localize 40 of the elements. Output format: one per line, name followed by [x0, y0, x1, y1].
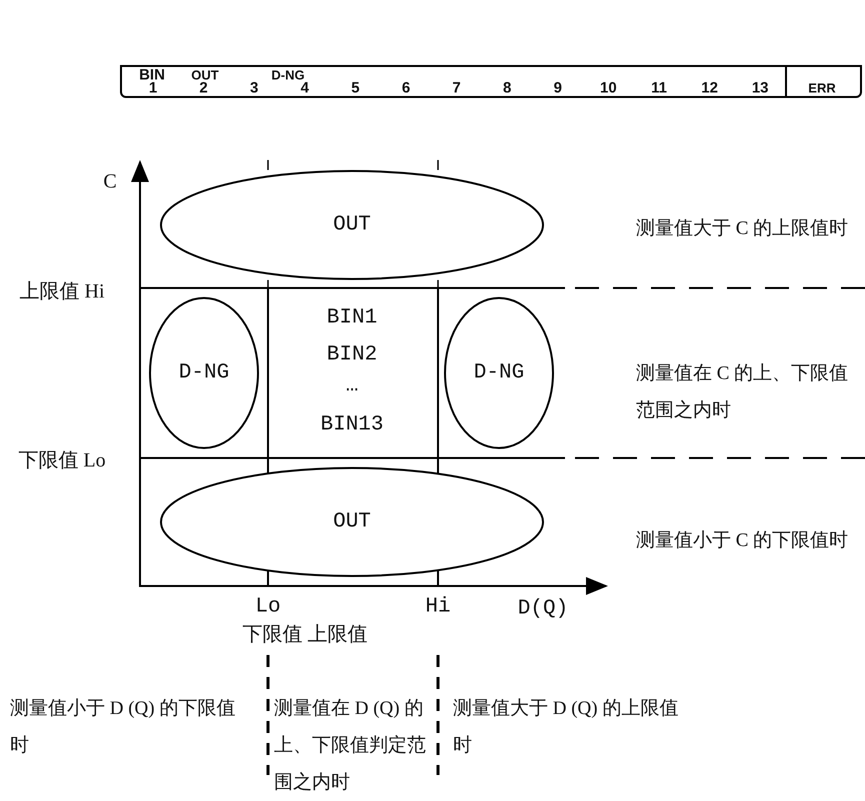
ellipsis: …	[346, 374, 358, 398]
panel-number: 11	[651, 80, 667, 96]
panel-label: ERR	[808, 80, 836, 96]
axis-label: Hi	[425, 596, 451, 618]
condition-text: 测量值小于 C 的下限值时	[636, 529, 850, 553]
panel-number: 4	[300, 80, 309, 96]
oval-label: OUT	[333, 214, 371, 236]
bin-label: BIN13	[320, 414, 384, 436]
panel-number: 2	[199, 80, 208, 96]
axis-label: Lo	[255, 596, 281, 618]
status-oval	[160, 170, 544, 280]
panel-number: 7	[452, 80, 461, 96]
bin-label: BIN2	[326, 344, 378, 366]
condition-text: 测量值小于 D (Q) 的下限值时	[10, 697, 236, 758]
status-oval	[160, 467, 544, 577]
oval-label: D-NG	[474, 362, 524, 384]
status-oval	[149, 297, 259, 449]
panel-label: D-NG	[271, 68, 305, 82]
panel-number: 3	[250, 80, 258, 96]
panel-number: 9	[554, 80, 562, 96]
panel-number: 5	[351, 80, 360, 96]
axis-label: C	[103, 170, 117, 194]
axis-label: D(Q)	[518, 598, 568, 620]
limit-label: 上限值 Hi	[20, 280, 104, 304]
panel-number: 6	[402, 80, 410, 96]
panel-number: 12	[701, 80, 718, 96]
status-oval	[444, 297, 554, 449]
panel-number: 13	[752, 80, 769, 96]
oval-label: D-NG	[178, 362, 230, 384]
limit-label: 下限值 Lo	[18, 448, 106, 474]
condition-text: 测量值在 D (Q) 的上、下限值判定范围之内时	[274, 697, 427, 796]
panel-number: 10	[600, 80, 617, 96]
condition-text: 测量值大于 C 的上限值时	[636, 217, 850, 241]
condition-text: 测量值大于 D (Q) 的上限值时	[453, 697, 680, 758]
condition-text: 测量值在 C 的上、下限值范围之内时	[636, 362, 850, 424]
oval-label: OUT	[333, 510, 371, 534]
panel-label: OUT	[191, 68, 219, 82]
bin-label: BIN1	[326, 306, 378, 330]
limit-label: 下限值 上限值	[242, 622, 368, 648]
panel-number: 8	[503, 80, 512, 96]
